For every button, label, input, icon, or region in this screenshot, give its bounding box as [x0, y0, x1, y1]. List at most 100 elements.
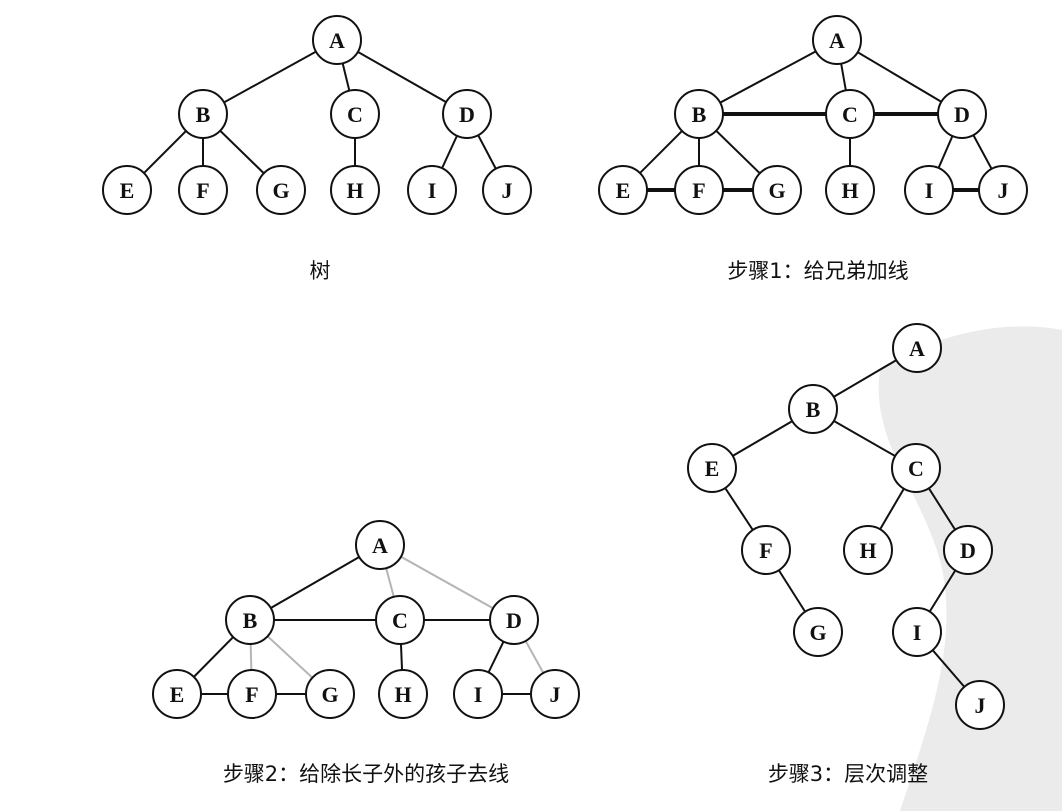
step1-node-label-I: I — [925, 178, 934, 203]
step2-node-label-B: B — [243, 608, 258, 633]
step3-node-circle-E — [687, 443, 737, 493]
tree-edge-A-B — [202, 39, 338, 115]
step2-node-label-I: I — [474, 682, 483, 707]
step3-node-label-D: D — [960, 538, 976, 563]
step3-node-circle-G — [793, 607, 843, 657]
tree-node-circle-C — [330, 89, 380, 139]
step2-node-A: A — [355, 520, 405, 570]
tree-node-circle-J — [482, 165, 532, 215]
step3-node-label-G: G — [809, 620, 826, 645]
step3-node-D: D — [943, 525, 993, 575]
step1-node-circle-A — [812, 15, 862, 65]
step1-node-circle-D — [937, 89, 987, 139]
step2-node-label-F: F — [245, 682, 258, 707]
tree-node-label-E: E — [120, 178, 135, 203]
step3-node-label-C: C — [908, 456, 924, 481]
tree-node-circle-B — [178, 89, 228, 139]
tree-node-label-J: J — [502, 178, 513, 203]
tree-caption: 树 — [310, 259, 331, 283]
step2-node-F: F — [227, 669, 277, 719]
step3-node-label-J: J — [975, 693, 986, 718]
step1-node-circle-F — [674, 165, 724, 215]
step3-node-B: B — [788, 384, 838, 434]
step2-node-J: J — [530, 669, 580, 719]
tree-node-H: H — [330, 165, 380, 215]
step3-node-A: A — [892, 323, 942, 373]
step2-node-circle-H — [378, 669, 428, 719]
step3-node-circle-D — [943, 525, 993, 575]
step3-node-label-B: B — [806, 397, 821, 422]
step3-node-G: G — [793, 607, 843, 657]
step2-node-circle-F — [227, 669, 277, 719]
step3-node-circle-H — [843, 525, 893, 575]
step2-node-circle-B — [225, 595, 275, 645]
step3-node-circle-B — [788, 384, 838, 434]
tree-node-B: B — [178, 89, 228, 139]
tree-node-label-I: I — [428, 178, 437, 203]
step3-node-label-A: A — [909, 336, 925, 361]
step1-node-G: G — [752, 165, 802, 215]
step1-node-circle-B — [674, 89, 724, 139]
step1-caption: 步骤1：给兄弟加线 — [727, 259, 908, 283]
step2-node-circle-G — [305, 669, 355, 719]
step2-node-circle-C — [375, 595, 425, 645]
step2-node-label-E: E — [170, 682, 185, 707]
step2-node-E: E — [152, 669, 202, 719]
tree-node-circle-A — [312, 15, 362, 65]
step3-node-circle-J — [955, 680, 1005, 730]
tree-node-circle-E — [102, 165, 152, 215]
step2-node-circle-E — [152, 669, 202, 719]
step1-node-label-B: B — [692, 102, 707, 127]
step1-node-E: E — [598, 165, 648, 215]
step3-node-H: H — [843, 525, 893, 575]
step2-node-C: C — [375, 595, 425, 645]
step2-node-label-A: A — [372, 533, 388, 558]
tree-node-A: A — [312, 15, 362, 65]
step3-node-label-H: H — [859, 538, 876, 563]
step2-node-circle-D — [489, 595, 539, 645]
step2-node-B: B — [225, 595, 275, 645]
step1-node-J: J — [978, 165, 1028, 215]
step1-node-circle-C — [825, 89, 875, 139]
step3-node-circle-A — [892, 323, 942, 373]
step3-node-circle-C — [891, 443, 941, 493]
tree-node-F: F — [178, 165, 228, 215]
step1-node-circle-H — [825, 165, 875, 215]
step1-node-D: D — [937, 89, 987, 139]
tree-node-label-F: F — [196, 178, 209, 203]
step3-node-label-F: F — [759, 538, 772, 563]
step2-node-circle-I — [453, 669, 503, 719]
step3-caption: 步骤3：层次调整 — [768, 762, 928, 786]
tree-node-label-D: D — [459, 102, 475, 127]
step1-node-label-F: F — [692, 178, 705, 203]
step3-node-F: F — [741, 525, 791, 575]
tree-node-J: J — [482, 165, 532, 215]
step2-node-label-H: H — [394, 682, 411, 707]
tree-node-D: D — [442, 89, 492, 139]
step2-edge-A-B — [249, 544, 381, 621]
step3-node-label-I: I — [913, 620, 922, 645]
step2-node-label-G: G — [321, 682, 338, 707]
tree-node-C: C — [330, 89, 380, 139]
step2-node-circle-A — [355, 520, 405, 570]
step1-node-circle-E — [598, 165, 648, 215]
step1-node-A: A — [812, 15, 862, 65]
step1-node-label-D: D — [954, 102, 970, 127]
step3-node-label-E: E — [705, 456, 720, 481]
step2-node-I: I — [453, 669, 503, 719]
step2-node-H: H — [378, 669, 428, 719]
tree-node-circle-G — [256, 165, 306, 215]
step1-node-C: C — [825, 89, 875, 139]
step1-node-circle-G — [752, 165, 802, 215]
step1-node-F: F — [674, 165, 724, 215]
tree-node-label-C: C — [347, 102, 363, 127]
tree-node-circle-I — [407, 165, 457, 215]
step1-node-I: I — [904, 165, 954, 215]
step1-node-H: H — [825, 165, 875, 215]
tree-node-G: G — [256, 165, 306, 215]
step1-node-label-J: J — [998, 178, 1009, 203]
step1-node-circle-I — [904, 165, 954, 215]
step3-node-E: E — [687, 443, 737, 493]
step2-node-label-D: D — [506, 608, 522, 633]
tree-node-label-H: H — [346, 178, 363, 203]
